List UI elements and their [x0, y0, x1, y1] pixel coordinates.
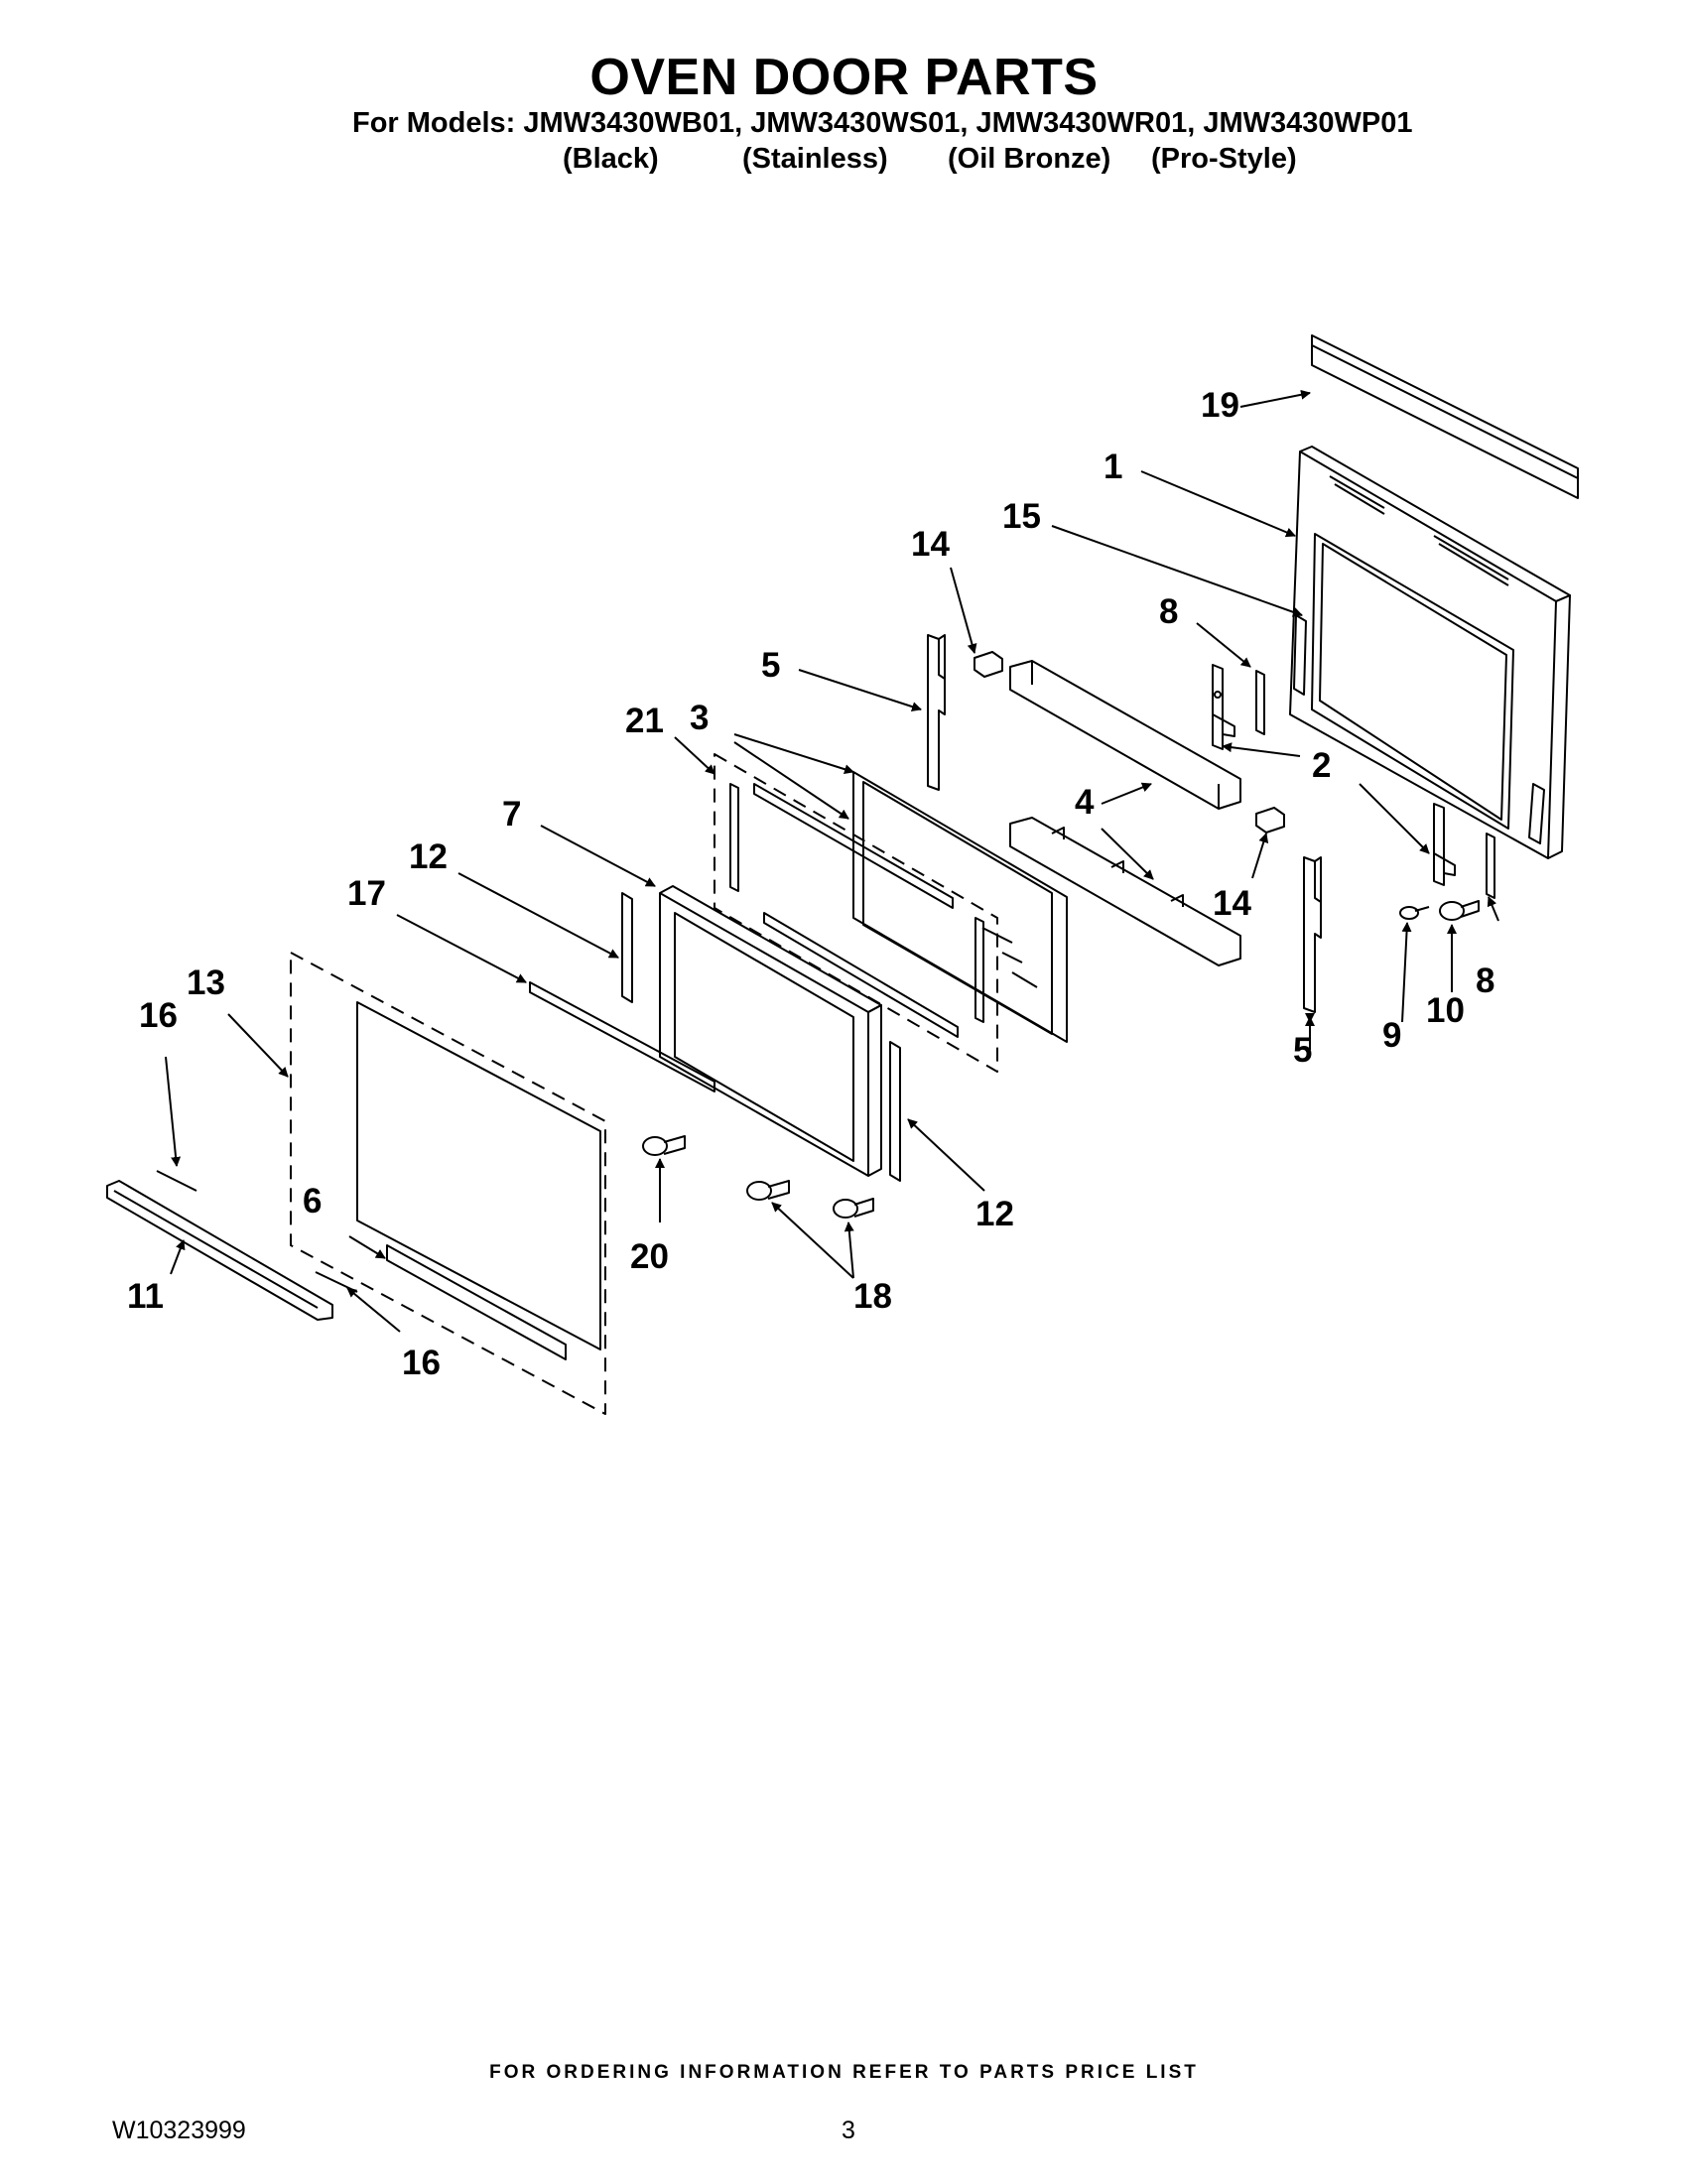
- part-screw-frame: [642, 1135, 686, 1156]
- ordering-info-note: FOR ORDERING INFORMATION REFER TO PARTS …: [489, 2062, 1199, 2083]
- part-door-bar-lower: [1009, 817, 1241, 966]
- callout-20: 20: [630, 1237, 669, 1276]
- callout-11: 11: [127, 1277, 164, 1316]
- callout-18: 18: [853, 1277, 892, 1316]
- callout-15: 15: [1002, 497, 1041, 536]
- callout-12-left: 12: [409, 837, 448, 876]
- part-inner-door-panel: [1289, 446, 1571, 859]
- page-number: 3: [842, 2117, 855, 2144]
- part-pin: [1399, 906, 1430, 920]
- part-screws-bracket: [746, 1180, 874, 1219]
- callout-16-lower: 16: [402, 1344, 441, 1382]
- glass-assembly-box: [714, 753, 998, 1073]
- part-side-bracket-left: [621, 892, 633, 1003]
- part-hinge-plate-upper: [1255, 670, 1265, 735]
- callout-6: 6: [303, 1182, 322, 1220]
- part-side-bracket-right: [889, 1041, 901, 1182]
- part-side-strip-right: [974, 917, 984, 1023]
- variant-stainless: (Stainless): [742, 143, 888, 175]
- part-glass-bracket-bottom: [763, 912, 959, 1038]
- callout-4: 4: [1075, 783, 1095, 822]
- callout-9: 9: [1382, 1016, 1401, 1055]
- part-side-strip-left: [729, 783, 739, 892]
- callout-21: 21: [625, 702, 664, 740]
- part-hinge-plate-lower: [1486, 833, 1495, 899]
- callout-labels: 19 1 15 14 8 5 3 21 2 4 7 12 17 14 8 13 …: [127, 386, 1494, 1382]
- variant-pro-style: (Pro-Style): [1151, 143, 1297, 175]
- callout-12-right: 12: [975, 1195, 1014, 1233]
- callout-14-lower: 14: [1213, 884, 1251, 923]
- part-side-channel-lower: [1303, 856, 1322, 1013]
- callout-5-upper: 5: [761, 646, 780, 685]
- leader-lines: [165, 389, 1499, 1333]
- part-top-strip: [1311, 334, 1579, 499]
- callout-16-upper: 16: [139, 996, 178, 1035]
- variant-black: (Black): [563, 143, 659, 175]
- part-outer-door-glass: [356, 1001, 601, 1350]
- callout-10: 10: [1426, 991, 1465, 1030]
- callout-1: 1: [1104, 448, 1122, 486]
- callout-3: 3: [690, 699, 709, 737]
- part-spacer-lower: [1255, 807, 1285, 834]
- part-rail: [529, 981, 715, 1092]
- part-spacer-upper: [974, 651, 1003, 678]
- part-glass-bracket-top: [753, 783, 954, 909]
- part-lower-trim: [386, 1244, 567, 1360]
- callout-8-lower: 8: [1476, 962, 1494, 1000]
- part-door-frame: [659, 885, 882, 1177]
- page-title: OVEN DOOR PARTS: [589, 49, 1099, 106]
- callout-2: 2: [1312, 746, 1331, 785]
- part-door-bar-upper: [1009, 660, 1241, 810]
- callout-14-upper: 14: [911, 525, 950, 564]
- callout-5-lower: 5: [1293, 1031, 1312, 1070]
- part-door-handle: [106, 1180, 333, 1321]
- callout-8-upper: 8: [1159, 592, 1178, 631]
- part-side-channel-upper: [927, 634, 946, 791]
- part-hinge-upper: [1212, 664, 1235, 750]
- part-screw-hinge: [1439, 900, 1480, 921]
- part-glass-panes: [852, 771, 1068, 1043]
- part-hinge-lower: [1433, 803, 1456, 886]
- variant-oil-bronze: (Oil Bronze): [948, 143, 1111, 175]
- callout-19: 19: [1201, 386, 1239, 425]
- document-number: W10323999: [112, 2117, 246, 2144]
- part-handle-insert-lower: [315, 1271, 358, 1293]
- models-line: For Models: JMW3430WB01, JMW3430WS01, JM…: [352, 107, 1413, 139]
- callout-17: 17: [347, 874, 386, 913]
- callout-13: 13: [187, 964, 225, 1002]
- part-handle-insert-upper: [156, 1170, 197, 1192]
- callout-7: 7: [502, 795, 521, 834]
- outer-door-box: [290, 952, 606, 1415]
